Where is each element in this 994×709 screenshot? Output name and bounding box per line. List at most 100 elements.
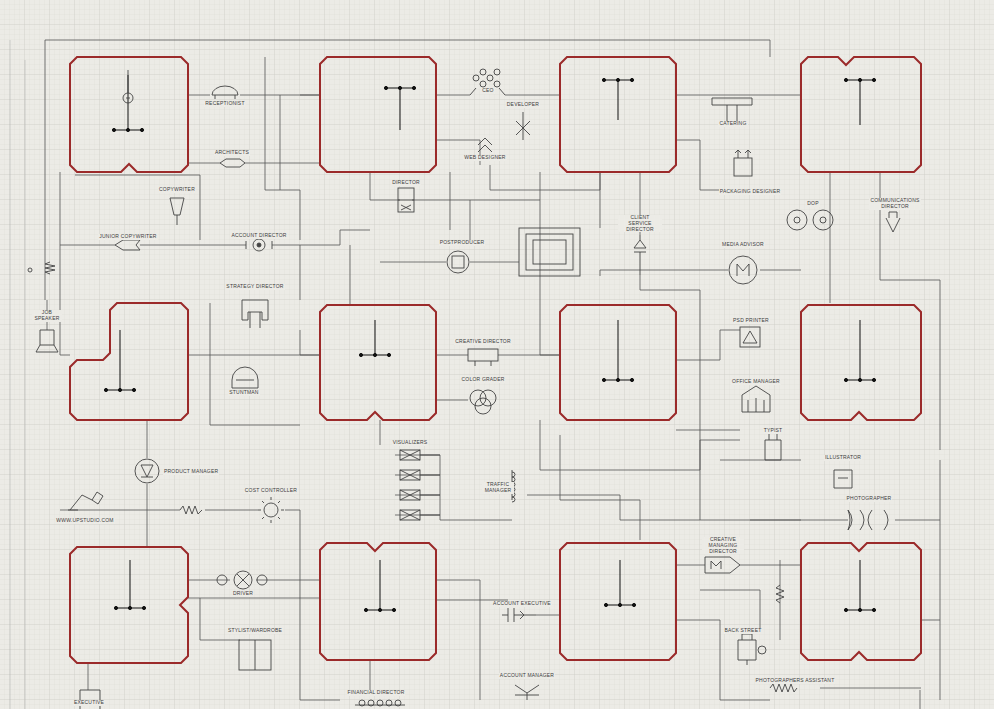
light-point — [373, 353, 376, 356]
component-symbol — [502, 608, 536, 622]
component-symbol — [473, 75, 479, 81]
wire — [10, 40, 940, 709]
light-point — [364, 608, 367, 611]
light-point — [140, 128, 143, 131]
room-outline — [70, 303, 188, 420]
room-outline — [70, 57, 188, 172]
component-symbol — [398, 188, 414, 212]
wire — [676, 330, 740, 360]
component-symbol — [712, 98, 752, 122]
component-symbol — [820, 217, 826, 223]
role-label: DIRECTOR — [391, 180, 421, 186]
component-symbol — [45, 262, 55, 274]
role-label: WWW.UPSTUDIO.COM — [55, 518, 114, 524]
component-symbol — [36, 330, 58, 352]
component-symbol — [886, 212, 900, 232]
room-outline — [801, 57, 921, 172]
component-symbol — [212, 86, 238, 99]
component-symbol — [253, 239, 265, 251]
component-symbol — [758, 646, 766, 654]
component-symbol — [234, 571, 252, 589]
component-symbol — [447, 251, 469, 273]
component-symbol — [28, 69, 900, 709]
role-label: CATERING — [718, 121, 747, 127]
light-point — [118, 388, 121, 391]
wire — [540, 420, 740, 470]
component-symbol — [470, 88, 505, 95]
role-label: OFFICE MANAGER — [731, 379, 781, 385]
light-point — [858, 378, 861, 381]
wire — [436, 140, 600, 190]
light-point — [604, 603, 607, 606]
light-point — [632, 603, 635, 606]
light-point — [359, 353, 362, 356]
wire — [880, 172, 940, 450]
component-symbol — [848, 510, 888, 530]
role-label: COPYWRITER — [158, 187, 196, 193]
role-label: WEB DESIGNER — [463, 155, 506, 161]
component-symbol — [494, 69, 500, 75]
wire — [265, 57, 300, 240]
component-symbol — [400, 450, 420, 520]
light-point — [630, 78, 633, 81]
component-symbol — [519, 228, 580, 276]
light-point — [384, 86, 387, 89]
role-label: ACCOUNT MANAGER — [499, 673, 555, 679]
role-label: DEVELOPER — [506, 102, 540, 108]
light-point — [630, 378, 633, 381]
component-symbol — [257, 575, 267, 585]
role-label: JOB SPEAKER — [32, 310, 62, 322]
role-label: VISUALIZERS — [392, 440, 429, 446]
component-symbol — [813, 210, 833, 230]
component-symbol — [735, 150, 751, 158]
role-label: CREATIVE DIRECTOR — [454, 339, 511, 345]
room-outline — [560, 543, 676, 660]
wire — [676, 95, 801, 190]
component-symbol — [834, 470, 852, 488]
light-point — [126, 128, 129, 131]
wire — [600, 172, 601, 228]
light-point — [858, 78, 861, 81]
component-symbol — [478, 138, 492, 152]
component-symbol — [115, 240, 140, 250]
role-label: COLOR GRADER — [461, 377, 506, 383]
wire — [527, 495, 700, 520]
wire — [188, 598, 320, 599]
light-point — [114, 606, 117, 609]
component-symbol — [170, 198, 184, 225]
role-label: PHOTOGRAPHERS ASSISTANT — [755, 678, 836, 684]
component-symbol — [729, 256, 757, 284]
wire — [350, 245, 351, 305]
role-label: STYLIST/WARDROBE — [227, 628, 283, 634]
light-point — [872, 78, 875, 81]
component-symbol — [480, 81, 486, 87]
component-symbol — [257, 243, 261, 247]
role-label: ILLUSTRATOR — [824, 455, 862, 461]
component-symbol — [135, 459, 159, 483]
wire — [88, 663, 89, 690]
wire — [188, 163, 320, 164]
light-point — [387, 353, 390, 356]
light-point — [104, 388, 107, 391]
coil-symbol — [512, 497, 515, 502]
wire — [600, 270, 801, 276]
light-point — [398, 86, 401, 89]
light-point — [378, 608, 381, 611]
role-label: ARCHITECTS — [214, 150, 250, 156]
room-outline — [560, 57, 676, 172]
wire — [280, 95, 281, 190]
light-point — [412, 86, 415, 89]
light-wiring — [618, 320, 619, 380]
component-symbol — [217, 575, 227, 585]
light-point — [616, 378, 619, 381]
component-symbol — [395, 700, 401, 706]
component-symbol — [359, 700, 365, 706]
wire — [210, 303, 300, 425]
component-symbol — [377, 700, 383, 706]
component-symbol — [787, 210, 807, 230]
light-point — [872, 608, 875, 611]
role-label: PHOTOGRAPHER — [846, 496, 893, 502]
light-wiring — [120, 330, 121, 390]
role-label: CLIENT SERVICE DIRECTOR — [618, 215, 662, 232]
component-symbol — [452, 256, 464, 268]
